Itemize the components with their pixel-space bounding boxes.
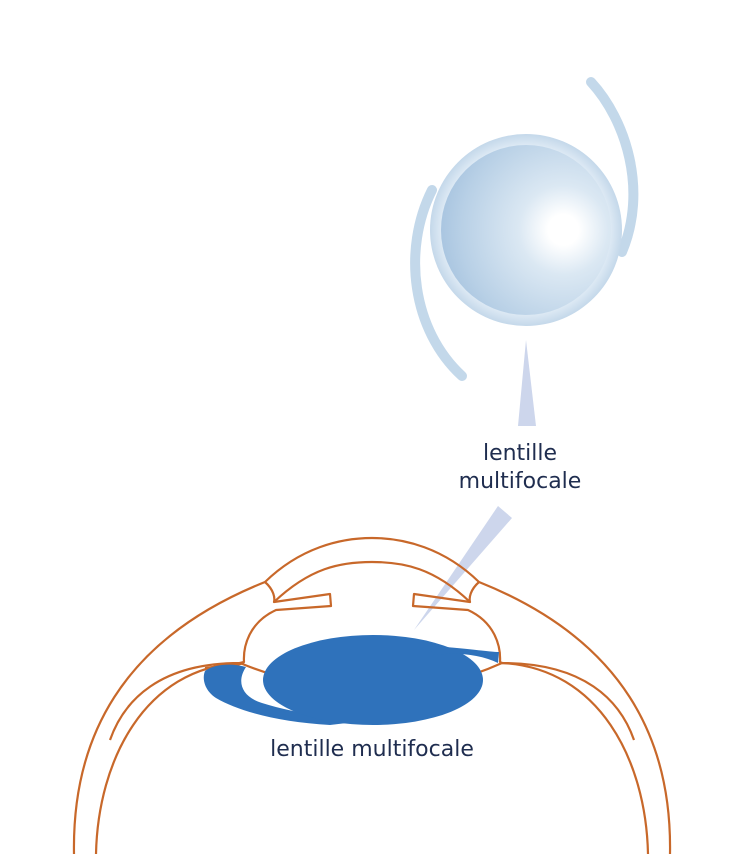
implanted-lens-haptic-right: [430, 646, 499, 663]
lens-optic: [441, 145, 611, 315]
implanted-multifocal-lens: [203, 635, 499, 725]
multifocal-lens-illustration: [410, 77, 639, 381]
lens-callout-label-line2: multifocale: [458, 469, 582, 494]
lens-callout-label: lentille multifocale: [420, 440, 620, 496]
callout-pointer-top: [518, 340, 536, 426]
implanted-lens-haptic-left: [203, 664, 372, 725]
iris-left: [108, 581, 333, 741]
lens-haptic-right: [586, 77, 639, 257]
sclera-outer-contour: [72, 536, 672, 854]
eye-lens-label: lentille multifocale: [270, 737, 474, 762]
implanted-lens-optic: [263, 635, 483, 725]
cornea-inner-contour: [273, 560, 471, 603]
lens-callout-label-line1: lentille: [482, 441, 558, 466]
lens-haptic-left: [410, 185, 467, 381]
iris-right: [411, 581, 636, 741]
